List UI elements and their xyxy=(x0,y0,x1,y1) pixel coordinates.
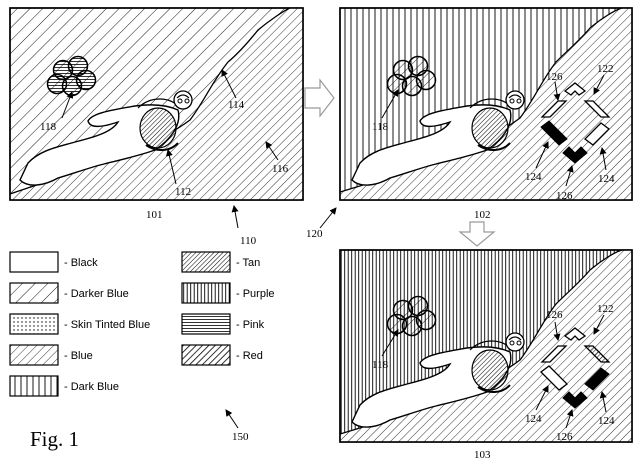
legend-item: - Pink xyxy=(181,313,265,335)
ref-arrows-outer-102: 122 xyxy=(597,63,614,75)
ref-balloons-102: 118 xyxy=(372,121,389,133)
ref-rider: 112 xyxy=(175,186,191,198)
ref-balloons-103: 118 xyxy=(372,359,389,371)
legend-swatch xyxy=(9,251,59,273)
arrow-overlay-103 xyxy=(540,327,611,409)
legend-item: - Blue xyxy=(9,344,93,366)
legend-item: - Skin Tinted Blue xyxy=(9,313,150,335)
ref-arrows-mid-102-top: 126 xyxy=(546,71,563,83)
ref-panel-101: 101 xyxy=(146,209,163,221)
ref-arrows-mid-103-bottom: 126 xyxy=(556,431,573,443)
legend-label: - Dark Blue xyxy=(64,381,119,393)
arrow-overlay-102 xyxy=(540,82,611,164)
leader-lines xyxy=(61,69,607,429)
legend-swatch xyxy=(9,344,59,366)
legend-label: - Tan xyxy=(236,257,260,269)
legend-label: - Pink xyxy=(236,319,265,331)
ref-arrows-dark-103-left: 124 xyxy=(525,413,542,425)
legend-item: - Purple xyxy=(181,282,275,304)
panel-102 xyxy=(339,7,633,201)
panel-103 xyxy=(339,249,633,443)
legend-label: - Blue xyxy=(64,350,93,362)
legend-swatch xyxy=(181,251,231,273)
legend-item: - Tan xyxy=(181,251,260,273)
ref-arrows-dark-102-left: 124 xyxy=(525,171,542,183)
legend-swatch xyxy=(9,375,59,397)
legend-label: - Skin Tinted Blue xyxy=(64,319,150,331)
ref-panel-102: 102 xyxy=(474,209,491,221)
legend-item: - Dark Blue xyxy=(9,375,119,397)
panel-101 xyxy=(9,7,304,201)
process-arrow-down xyxy=(458,221,496,247)
ref-frame-110: 110 xyxy=(240,235,257,247)
color-legend: - Black - Darker Blue - Skin Tinted Blue - … xyxy=(9,251,275,397)
ref-legend-150: 150 xyxy=(232,431,249,443)
figure-label: Fig. 1 xyxy=(30,427,79,451)
legend-swatch xyxy=(181,313,231,335)
ref-arrows-mid-103-top: 126 xyxy=(546,309,563,321)
legend-item: - Darker Blue xyxy=(9,282,129,304)
ref-arrows-dark-102-right: 124 xyxy=(598,173,615,185)
legend-item: - Red xyxy=(181,344,263,366)
legend-swatch xyxy=(9,313,59,335)
legend-item: - Black xyxy=(9,251,98,273)
legend-label: - Black xyxy=(64,257,98,269)
ref-frame-120: 120 xyxy=(306,228,323,240)
ref-arrows-dark-103-right: 124 xyxy=(598,415,615,427)
ref-arrows-outer-103: 122 xyxy=(597,303,614,315)
legend-swatch xyxy=(181,282,231,304)
ref-panel-103: 103 xyxy=(474,449,491,461)
legend-swatch xyxy=(9,282,59,304)
ref-hill: 114 xyxy=(228,99,245,111)
ref-balloons: 118 xyxy=(40,121,57,133)
ref-sky: 116 xyxy=(272,163,289,175)
legend-label: - Darker Blue xyxy=(64,288,129,300)
legend-label: - Red xyxy=(236,350,263,362)
process-arrow-right xyxy=(304,78,335,118)
ref-arrows-mid-102-bottom: 126 xyxy=(556,190,573,202)
legend-label: - Purple xyxy=(236,288,275,300)
legend-swatch xyxy=(181,344,231,366)
